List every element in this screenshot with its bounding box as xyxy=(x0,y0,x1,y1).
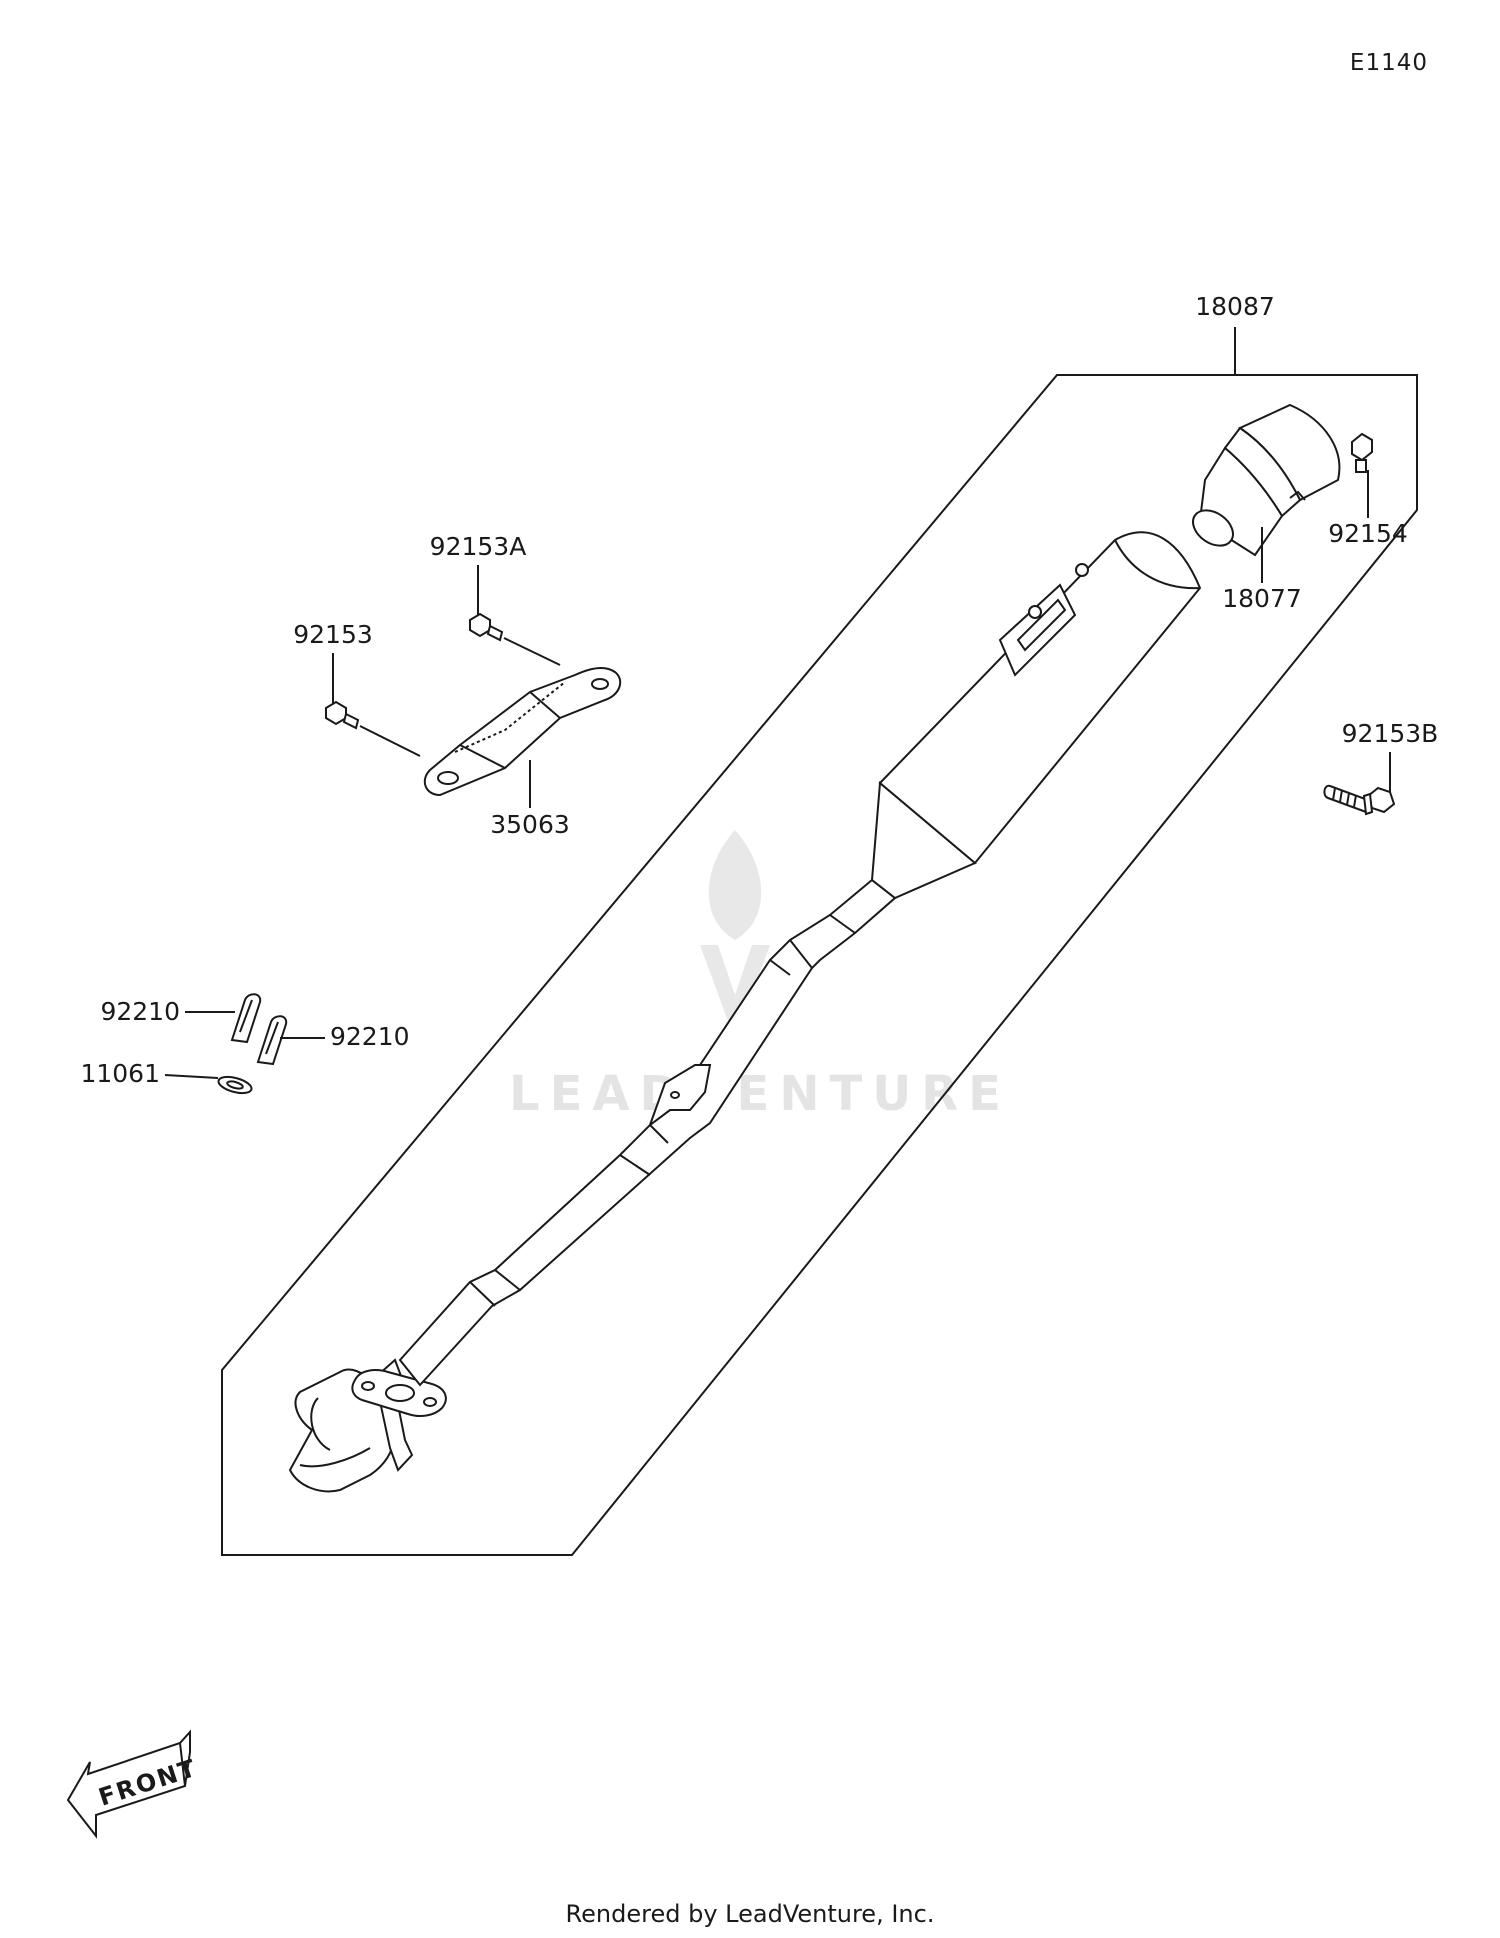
front-direction-arrow: FRONT xyxy=(66,1729,201,1839)
bolt-92153A[interactable] xyxy=(469,612,504,642)
part-label-92210-left[interactable]: 92210 xyxy=(100,997,180,1026)
tail-pipe-18077[interactable] xyxy=(1186,403,1341,557)
diagram-code: E1140 xyxy=(1350,50,1428,76)
assembly-outline xyxy=(221,374,1418,1556)
bolt-92153B[interactable] xyxy=(1323,784,1396,816)
part-label-18087[interactable]: 18087 xyxy=(1195,292,1275,321)
part-label-92210-right[interactable]: 92210 xyxy=(330,1022,410,1051)
watermark: LEADVENTURE xyxy=(509,830,1011,1122)
bolt-92153A-axis xyxy=(503,637,561,666)
watermark-text: LEADVENTURE xyxy=(509,1066,1011,1122)
bracket-35063[interactable] xyxy=(423,667,622,797)
bolt-92154[interactable] xyxy=(1351,432,1373,473)
muffler[interactable] xyxy=(288,531,1202,1493)
part-label-92153[interactable]: 92153 xyxy=(293,620,373,649)
part-label-92154[interactable]: 92154 xyxy=(1328,519,1408,548)
leader-11061 xyxy=(164,1074,219,1079)
part-label-92153B[interactable]: 92153B xyxy=(1342,719,1439,748)
part-label-92153A[interactable]: 92153A xyxy=(430,532,527,561)
bolt-92153[interactable] xyxy=(325,700,360,730)
part-label-18077[interactable]: 18077 xyxy=(1222,584,1302,613)
part-label-35063[interactable]: 35063 xyxy=(490,810,570,839)
bolt-92153-axis xyxy=(359,725,421,757)
clip-92210-right[interactable] xyxy=(256,1015,288,1066)
footer-credit: Rendered by LeadVenture, Inc. xyxy=(566,1900,935,1928)
gasket-11061[interactable] xyxy=(217,1074,253,1096)
part-label-11061[interactable]: 11061 xyxy=(80,1059,160,1088)
clip-92210-left[interactable] xyxy=(230,993,262,1044)
